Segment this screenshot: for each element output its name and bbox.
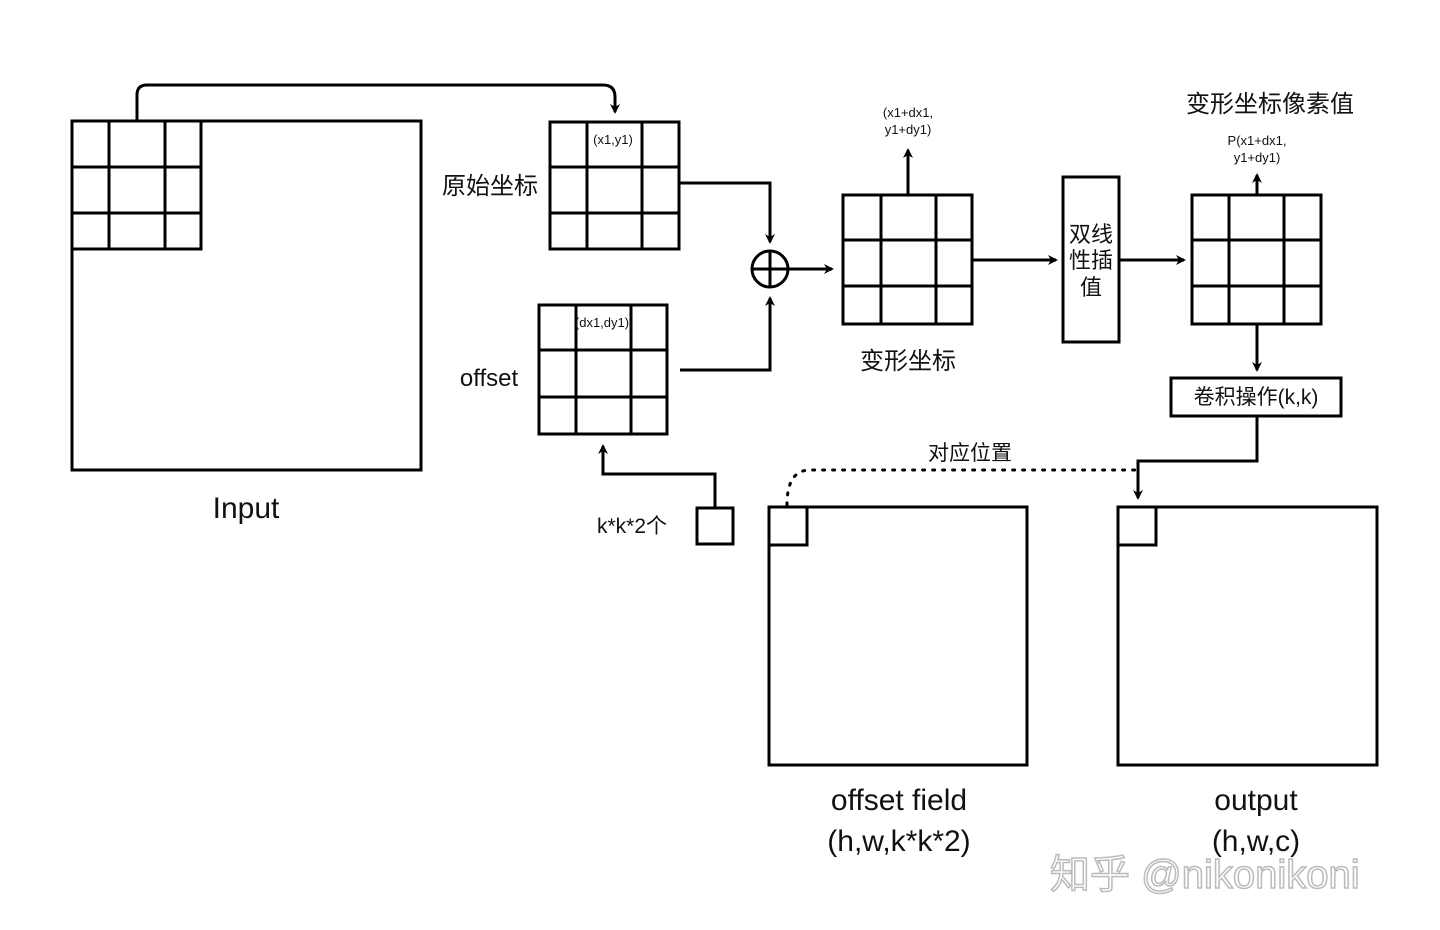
offset-kernel-square	[695, 506, 735, 546]
deformed-point-label: (x1+dx1,	[883, 105, 933, 120]
pixel-point-label-2: y1+dy1)	[1234, 150, 1281, 165]
sample-arrow	[135, 83, 620, 121]
offset-field-label: offset field	[831, 784, 967, 817]
offset-kernel-arrow	[598, 444, 717, 508]
input-label: Input	[213, 492, 280, 525]
pixel-values-title: 变形坐标像素值	[1186, 91, 1354, 118]
bilinear-label-1: 双线	[1069, 222, 1113, 247]
deformed-coords-label: 变形坐标	[860, 348, 956, 375]
bilinear-label-2: 性插	[1069, 248, 1113, 273]
original-coords-grid	[548, 120, 681, 251]
output-map	[1116, 505, 1379, 767]
watermark: 知乎 @nikonikoni	[1050, 853, 1360, 897]
pixel-point-label: P(x1+dx1,	[1228, 133, 1287, 148]
offset-count-label: k*k*2个	[597, 515, 667, 538]
conv-to-output-arrow	[1133, 416, 1259, 500]
correspondence-dotted-line	[785, 468, 1140, 507]
original-to-sum-arrow	[679, 181, 775, 244]
conv-op-label: 卷积操作(k,k)	[1194, 386, 1319, 409]
original-cell-label: (x1,y1)	[593, 132, 633, 147]
output-shape: (h,w,c)	[1212, 825, 1300, 858]
offset-cell-label: (dx1,dy1)	[575, 315, 629, 330]
offset-field-shape: (h,w,k*k*2)	[827, 825, 970, 858]
offset-label: offset	[460, 365, 519, 392]
offset-field-map	[767, 505, 1029, 767]
sum-icon	[750, 249, 790, 289]
deformed-coords-grid	[841, 193, 974, 326]
output-label: output	[1214, 784, 1298, 817]
pixel-values-grid	[1190, 193, 1323, 326]
original-coords-label: 原始坐标	[442, 173, 538, 200]
offset-to-sum-arrow	[680, 296, 775, 372]
offset-grid	[537, 303, 669, 436]
correspondence-label: 对应位置	[928, 442, 1012, 465]
deformed-point-label-2: y1+dy1)	[885, 122, 932, 137]
input-feature-map	[70, 119, 423, 472]
bilinear-label-3: 值	[1080, 275, 1102, 300]
